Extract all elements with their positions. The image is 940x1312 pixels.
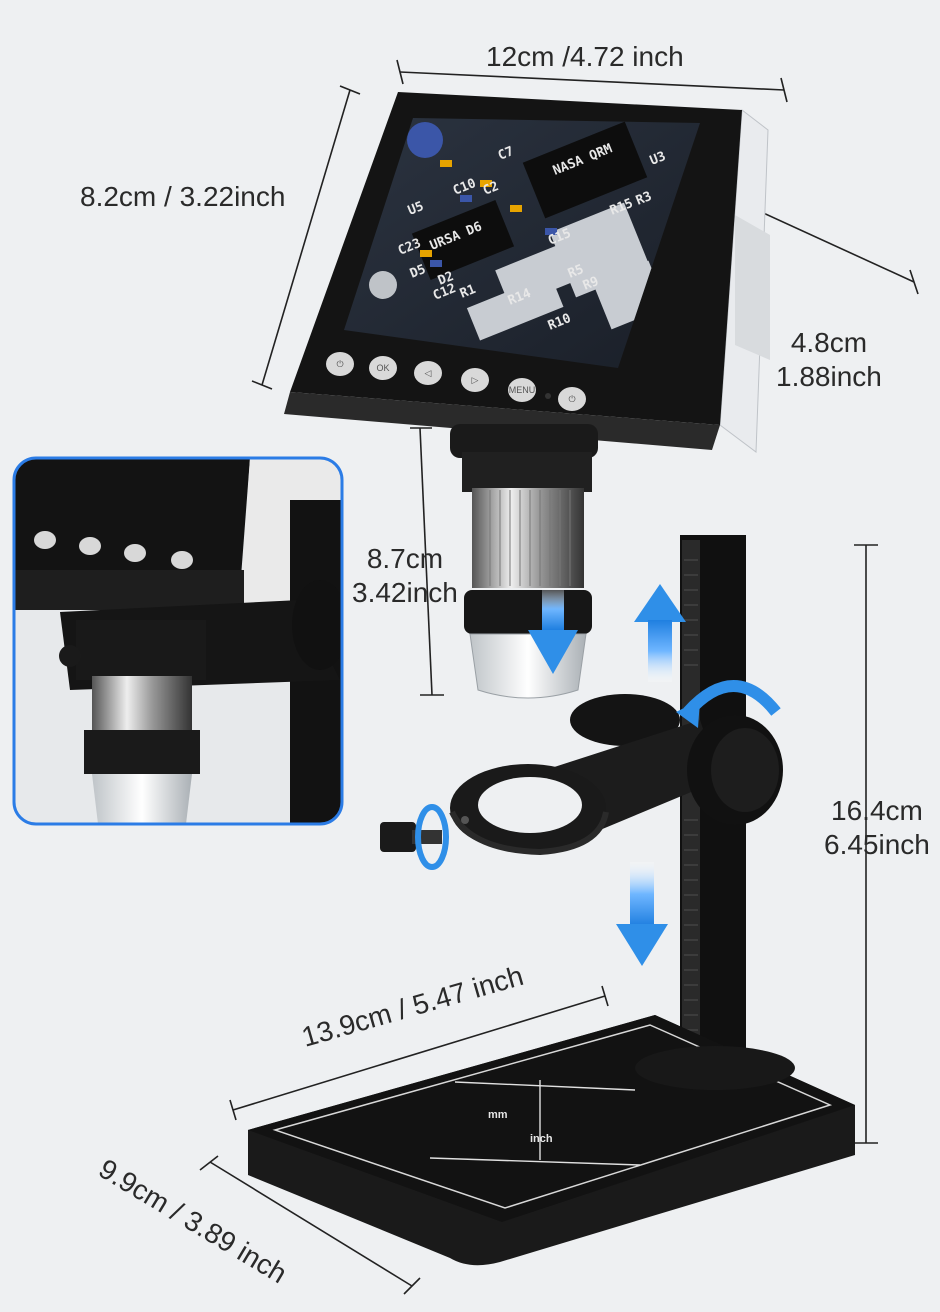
screen-label: C2 xyxy=(481,179,501,199)
stand-height-in-text: 6.45inch xyxy=(824,829,930,860)
button-glyph: MENU xyxy=(509,385,536,395)
screen-width-text: 12cm /4.72 inch xyxy=(486,41,684,72)
holder-arm xyxy=(449,694,720,856)
base-ruler xyxy=(429,1080,641,1166)
power-icon[interactable]: ⏻ xyxy=(326,352,354,376)
screen-height-label: 8.2cm / 3.22inch xyxy=(80,180,285,214)
lens-length-cm-text: 8.7cm xyxy=(366,543,444,574)
screen-label: U5 xyxy=(406,199,426,219)
display-unit: NASA QRM URSA D6 C7 C10 C2 C15 C23 C12 U… xyxy=(284,92,770,453)
inset-border xyxy=(12,456,344,826)
front-buttons: ⏻ OK ◁ ▷ MENU ⏻ xyxy=(326,352,586,411)
lens-down-arrow-icon xyxy=(528,588,578,674)
ok-icon[interactable]: OK xyxy=(369,356,397,380)
screen-label: R3 xyxy=(634,189,654,209)
button-glyph: OK xyxy=(376,363,389,373)
lens-length-in-text: 3.42inch xyxy=(352,577,458,608)
button-glyph: ⏻ xyxy=(336,359,343,369)
screen-height-text: 8.2cm / 3.22inch xyxy=(80,181,286,212)
screen-label: R1 xyxy=(458,282,478,302)
button-glyph: ▷ xyxy=(472,375,479,385)
lens-length-label: 8.7cm 3.42inch xyxy=(352,542,458,610)
screen-label: U3 xyxy=(648,149,668,169)
screen-label: R5 xyxy=(566,262,586,282)
button-glyph: ⏻ xyxy=(568,394,575,404)
screen-label: C7 xyxy=(496,144,516,164)
screen-label: R9 xyxy=(581,274,601,294)
stand-base: mm inch xyxy=(248,1015,855,1266)
ruler-mm-label: mm xyxy=(488,1109,508,1121)
power-button-icon[interactable]: ⏻ xyxy=(558,387,586,411)
inset-detail xyxy=(12,456,344,826)
dimension-lines xyxy=(199,59,919,1295)
screen-width-label: 12cm /4.72 inch xyxy=(486,40,684,74)
up-arrow-icon xyxy=(634,584,686,682)
focus-knob xyxy=(687,715,783,825)
ruler-inch-label: inch xyxy=(530,1133,553,1145)
left-arrow-icon[interactable]: ◁ xyxy=(414,361,442,385)
screen-depth-label: 4.8cm 1.88inch xyxy=(776,326,882,394)
indicator-light xyxy=(545,393,551,399)
lens-barrel xyxy=(450,424,598,699)
screen-label: D5 xyxy=(408,262,428,282)
button-glyph: ◁ xyxy=(425,368,432,378)
down-arrow-icon xyxy=(616,862,668,966)
menu-icon[interactable]: MENU xyxy=(508,378,536,402)
screen-depth-cm-text: 4.8cm xyxy=(790,327,868,358)
stand-height-label: 16.4cm 6.45inch xyxy=(824,794,930,862)
stand-height-cm-text: 16.4cm xyxy=(831,795,923,826)
screen-depth-in-text: 1.88inch xyxy=(776,361,882,392)
knob-rotate-arrowhead-icon xyxy=(676,700,700,728)
right-arrow-icon[interactable]: ▷ xyxy=(461,368,489,392)
locking-screw xyxy=(380,804,449,870)
screen-label: D2 xyxy=(436,269,456,289)
